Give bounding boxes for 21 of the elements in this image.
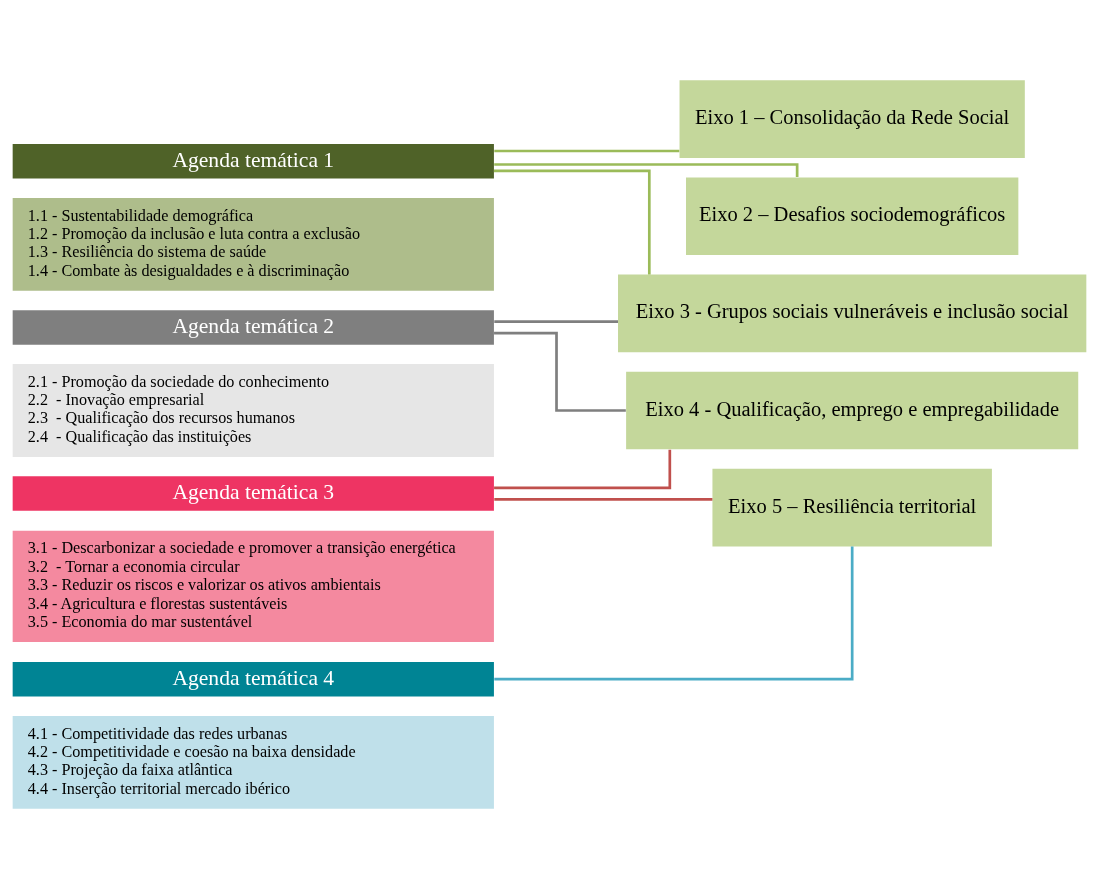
node-box: Eixo 1 – Consolidação da Rede Social [679,80,1025,158]
node-box: Eixo 5 – Resiliência territorial [712,468,992,547]
connector [493,169,651,275]
node-box: Agenda temática 2 [12,310,494,345]
connector [494,449,672,490]
connector [494,149,680,153]
connector [494,498,713,501]
node-box: Eixo 2 – Desafios sociodemográficos [686,177,1019,256]
node-box: 1.1 - Sustentabilidade demográfica 1.2 - Promoção da inclusão e luta contra a exclusão 1.3 - Resiliência do sistema de saúde 1.4 - Combate às desigualdades e à discriminação [12,197,494,291]
node-box: Agenda temática 4 [12,661,494,697]
node-box: 4.1 - Competitividade das redes urbanas 4.2 - Competitividade e coesão na baixa densidade 4.3 - Projeção da faixa atlântica 4.4 - Inserção territorial mercado ibérico [12,715,494,809]
connector [494,546,854,681]
node-box: Eixo 3 - Grupos sociais vulneráveis e inclusão social [618,274,1087,353]
node-box: Eixo 4 - Qualificação, emprego e empregabilidade [626,371,1079,450]
node-box: Agenda temática 1 [12,144,494,179]
connector [494,331,626,412]
connector [494,320,618,324]
node-box: Agenda temática 3 [12,476,494,511]
node-box: 3.1 - Descarbonizar a sociedade e promover a transição energética 3.2 - Tornar a economia circular 3.3 - Reduzir os riscos e valorizar os ativos ambientais 3.4 - Agricultura e florestas sustentáveis 3.5 - Economia do mar sustentável [12,530,494,642]
connector [494,163,799,177]
node-box: 2.1 - Promoção da sociedade do conhecimento 2.2 - Inovação empresarial 2.3 - Qualificação dos recursos humanos 2.4 - Qualificação das instituições [12,364,494,457]
